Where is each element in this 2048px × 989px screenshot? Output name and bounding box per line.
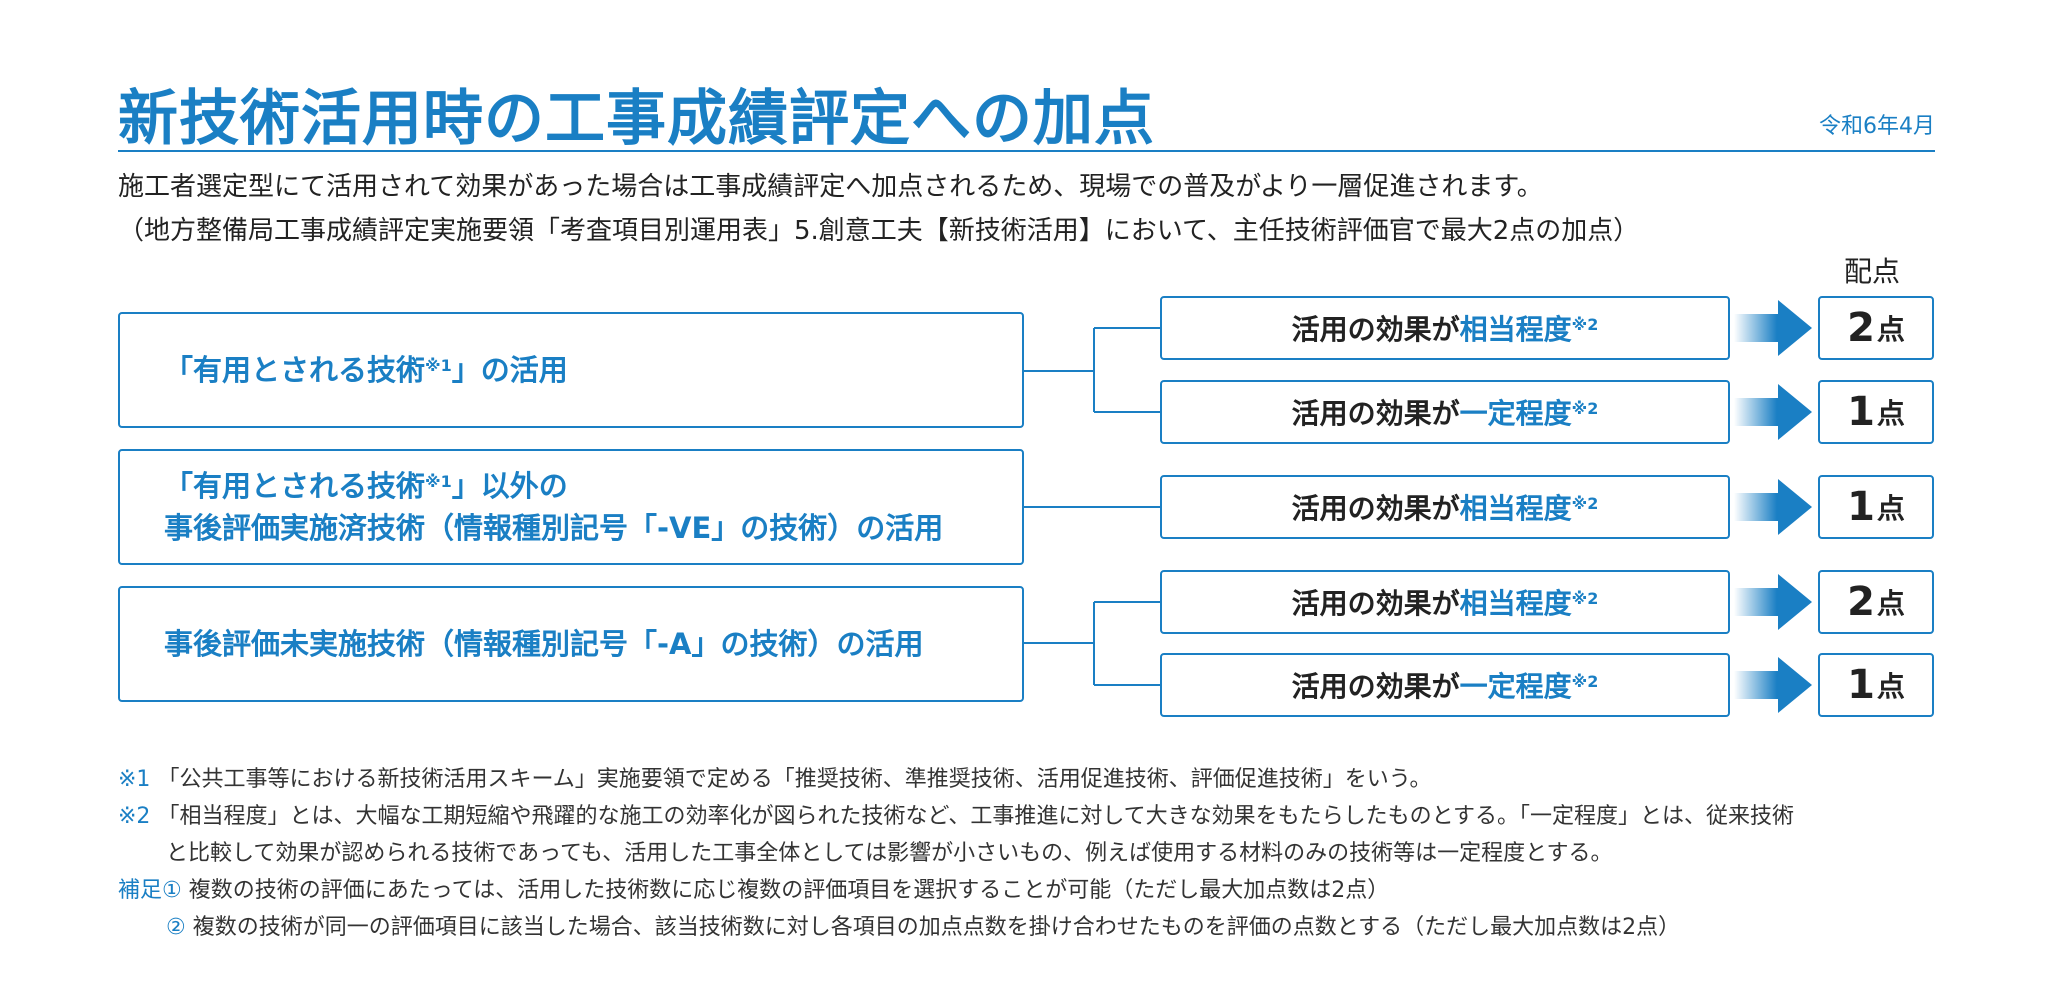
footnote-2-mark: ※2 — [118, 804, 151, 829]
page-title: 新技術活用時の工事成績評定への加点 — [118, 84, 1155, 154]
footnote-1-mark: ※1 — [118, 767, 151, 792]
result-2-prefix: 活用の効果が — [1291, 397, 1460, 430]
category-2-text-end: 」以外の — [451, 469, 568, 503]
footnote-ref-2: ※2 — [1571, 314, 1599, 334]
footnote-ref-1: ※1 — [425, 472, 452, 491]
supplement-1-text: 複数の技術の評価にあたっては、活用した技術数に応じ複数の評価項目を選択することが… — [188, 878, 1390, 903]
footnote-2-continued: と比較して効果が認められる技術であっても、活用した工事全体としては影響が小さいも… — [166, 841, 1613, 866]
score-column-header: 配点 — [1844, 255, 1901, 288]
intro-line-2: （地方整備局工事成績評定実施要領「考査項目別運用表」5.創意工夫【新技術活用】に… — [118, 216, 1640, 246]
result-box-4: 活用の効果が相当程度※2 — [1160, 570, 1730, 634]
category-2-line-2: 事後評価実施済技術（情報種別記号「-VE」の技術）の活用 — [164, 511, 944, 545]
result-3-prefix: 活用の効果が — [1291, 492, 1460, 525]
result-4-level: 相当程度 — [1459, 587, 1572, 620]
points-3-unit: 点 — [1876, 492, 1905, 525]
result-1-prefix: 活用の効果が — [1291, 313, 1460, 346]
arrow-right-icon — [1734, 574, 1812, 630]
points-4-unit: 点 — [1876, 587, 1905, 620]
supplement-1: 補足① 複数の技術の評価にあたっては、活用した技術数に応じ複数の評価項目を選択す… — [118, 872, 1389, 904]
arrow-right-icon — [1734, 479, 1812, 535]
result-box-1: 活用の効果が相当程度※2 — [1160, 296, 1730, 360]
points-4-value: 2 — [1847, 579, 1875, 625]
footnote-ref-2: ※2 — [1571, 588, 1599, 608]
issue-date: 令和6年4月 — [1819, 114, 1935, 139]
result-4-prefix: 活用の効果が — [1291, 587, 1460, 620]
arrow-right-icon — [1734, 300, 1812, 356]
arrow-right-icon — [1734, 657, 1812, 713]
result-box-2: 活用の効果が一定程度※2 — [1160, 380, 1730, 444]
supplement-2-text: 複数の技術が同一の評価項目に該当した場合、該当技術数に対し各項目の加点点数を掛け… — [192, 915, 1681, 940]
supplement-2: ② 複数の技術が同一の評価項目に該当した場合、該当技術数に対し各項目の加点点数を… — [166, 909, 1680, 941]
category-box-a-tech: 事後評価未実施技術（情報種別記号「-A」の技術）の活用 — [118, 586, 1024, 702]
supplement-2-mark: ② — [166, 915, 186, 940]
title-divider — [118, 150, 1935, 152]
footnote-2-text-1: 「相当程度」とは、大幅な工期短縮や飛躍的な施工の効率化が図られた技術など、工事推… — [157, 804, 1795, 829]
footnote-2: ※2 「相当程度」とは、大幅な工期短縮や飛躍的な施工の効率化が図られた技術など、… — [118, 798, 1794, 830]
category-1-text-end: 」の活用 — [451, 353, 568, 387]
points-2-value: 1 — [1847, 389, 1875, 435]
arrow-right-icon — [1734, 384, 1812, 440]
footnote-1: ※1 「公共工事等における新技術活用スキーム」実施要領で定める「推奨技術、準推奨… — [118, 761, 1431, 793]
result-5-prefix: 活用の効果が — [1291, 670, 1460, 703]
footnote-ref-2: ※2 — [1571, 398, 1599, 418]
points-2-unit: 点 — [1876, 397, 1905, 430]
supplement-1-mark: 補足① — [118, 878, 182, 903]
category-box-useful-tech: 「有用とされる技術※1」の活用 — [118, 312, 1024, 428]
footnote-ref-2: ※2 — [1571, 493, 1599, 513]
result-box-5: 活用の効果が一定程度※2 — [1160, 653, 1730, 717]
result-3-level: 相当程度 — [1459, 492, 1572, 525]
points-3-value: 1 — [1847, 484, 1875, 530]
category-box-ve-tech: 「有用とされる技術※1」以外の 事後評価実施済技術（情報種別記号「-VE」の技術… — [118, 449, 1024, 565]
points-5-value: 1 — [1847, 662, 1875, 708]
points-1-value: 2 — [1847, 305, 1875, 351]
result-1-level: 相当程度 — [1459, 313, 1572, 346]
result-5-level: 一定程度 — [1459, 670, 1572, 703]
result-2-level: 一定程度 — [1459, 397, 1572, 430]
intro-line-1: 施工者選定型にて活用されて効果があった場合は工事成績評定へ加点されるため、現場で… — [118, 172, 1543, 202]
footnote-1-text: 「公共工事等における新技術活用スキーム」実施要領で定める「推奨技術、準推奨技術、… — [157, 767, 1432, 792]
category-1-text: 「有用とされる技術 — [164, 353, 426, 387]
points-1-unit: 点 — [1876, 313, 1905, 346]
result-box-3: 活用の効果が相当程度※2 — [1160, 475, 1730, 539]
footnote-ref-2: ※2 — [1571, 671, 1599, 691]
category-3-text: 事後評価未実施技術（情報種別記号「-A」の技術）の活用 — [164, 627, 924, 661]
category-2-text: 「有用とされる技術 — [164, 469, 426, 503]
points-5-unit: 点 — [1876, 670, 1905, 703]
footnote-ref-1: ※1 — [425, 356, 452, 375]
